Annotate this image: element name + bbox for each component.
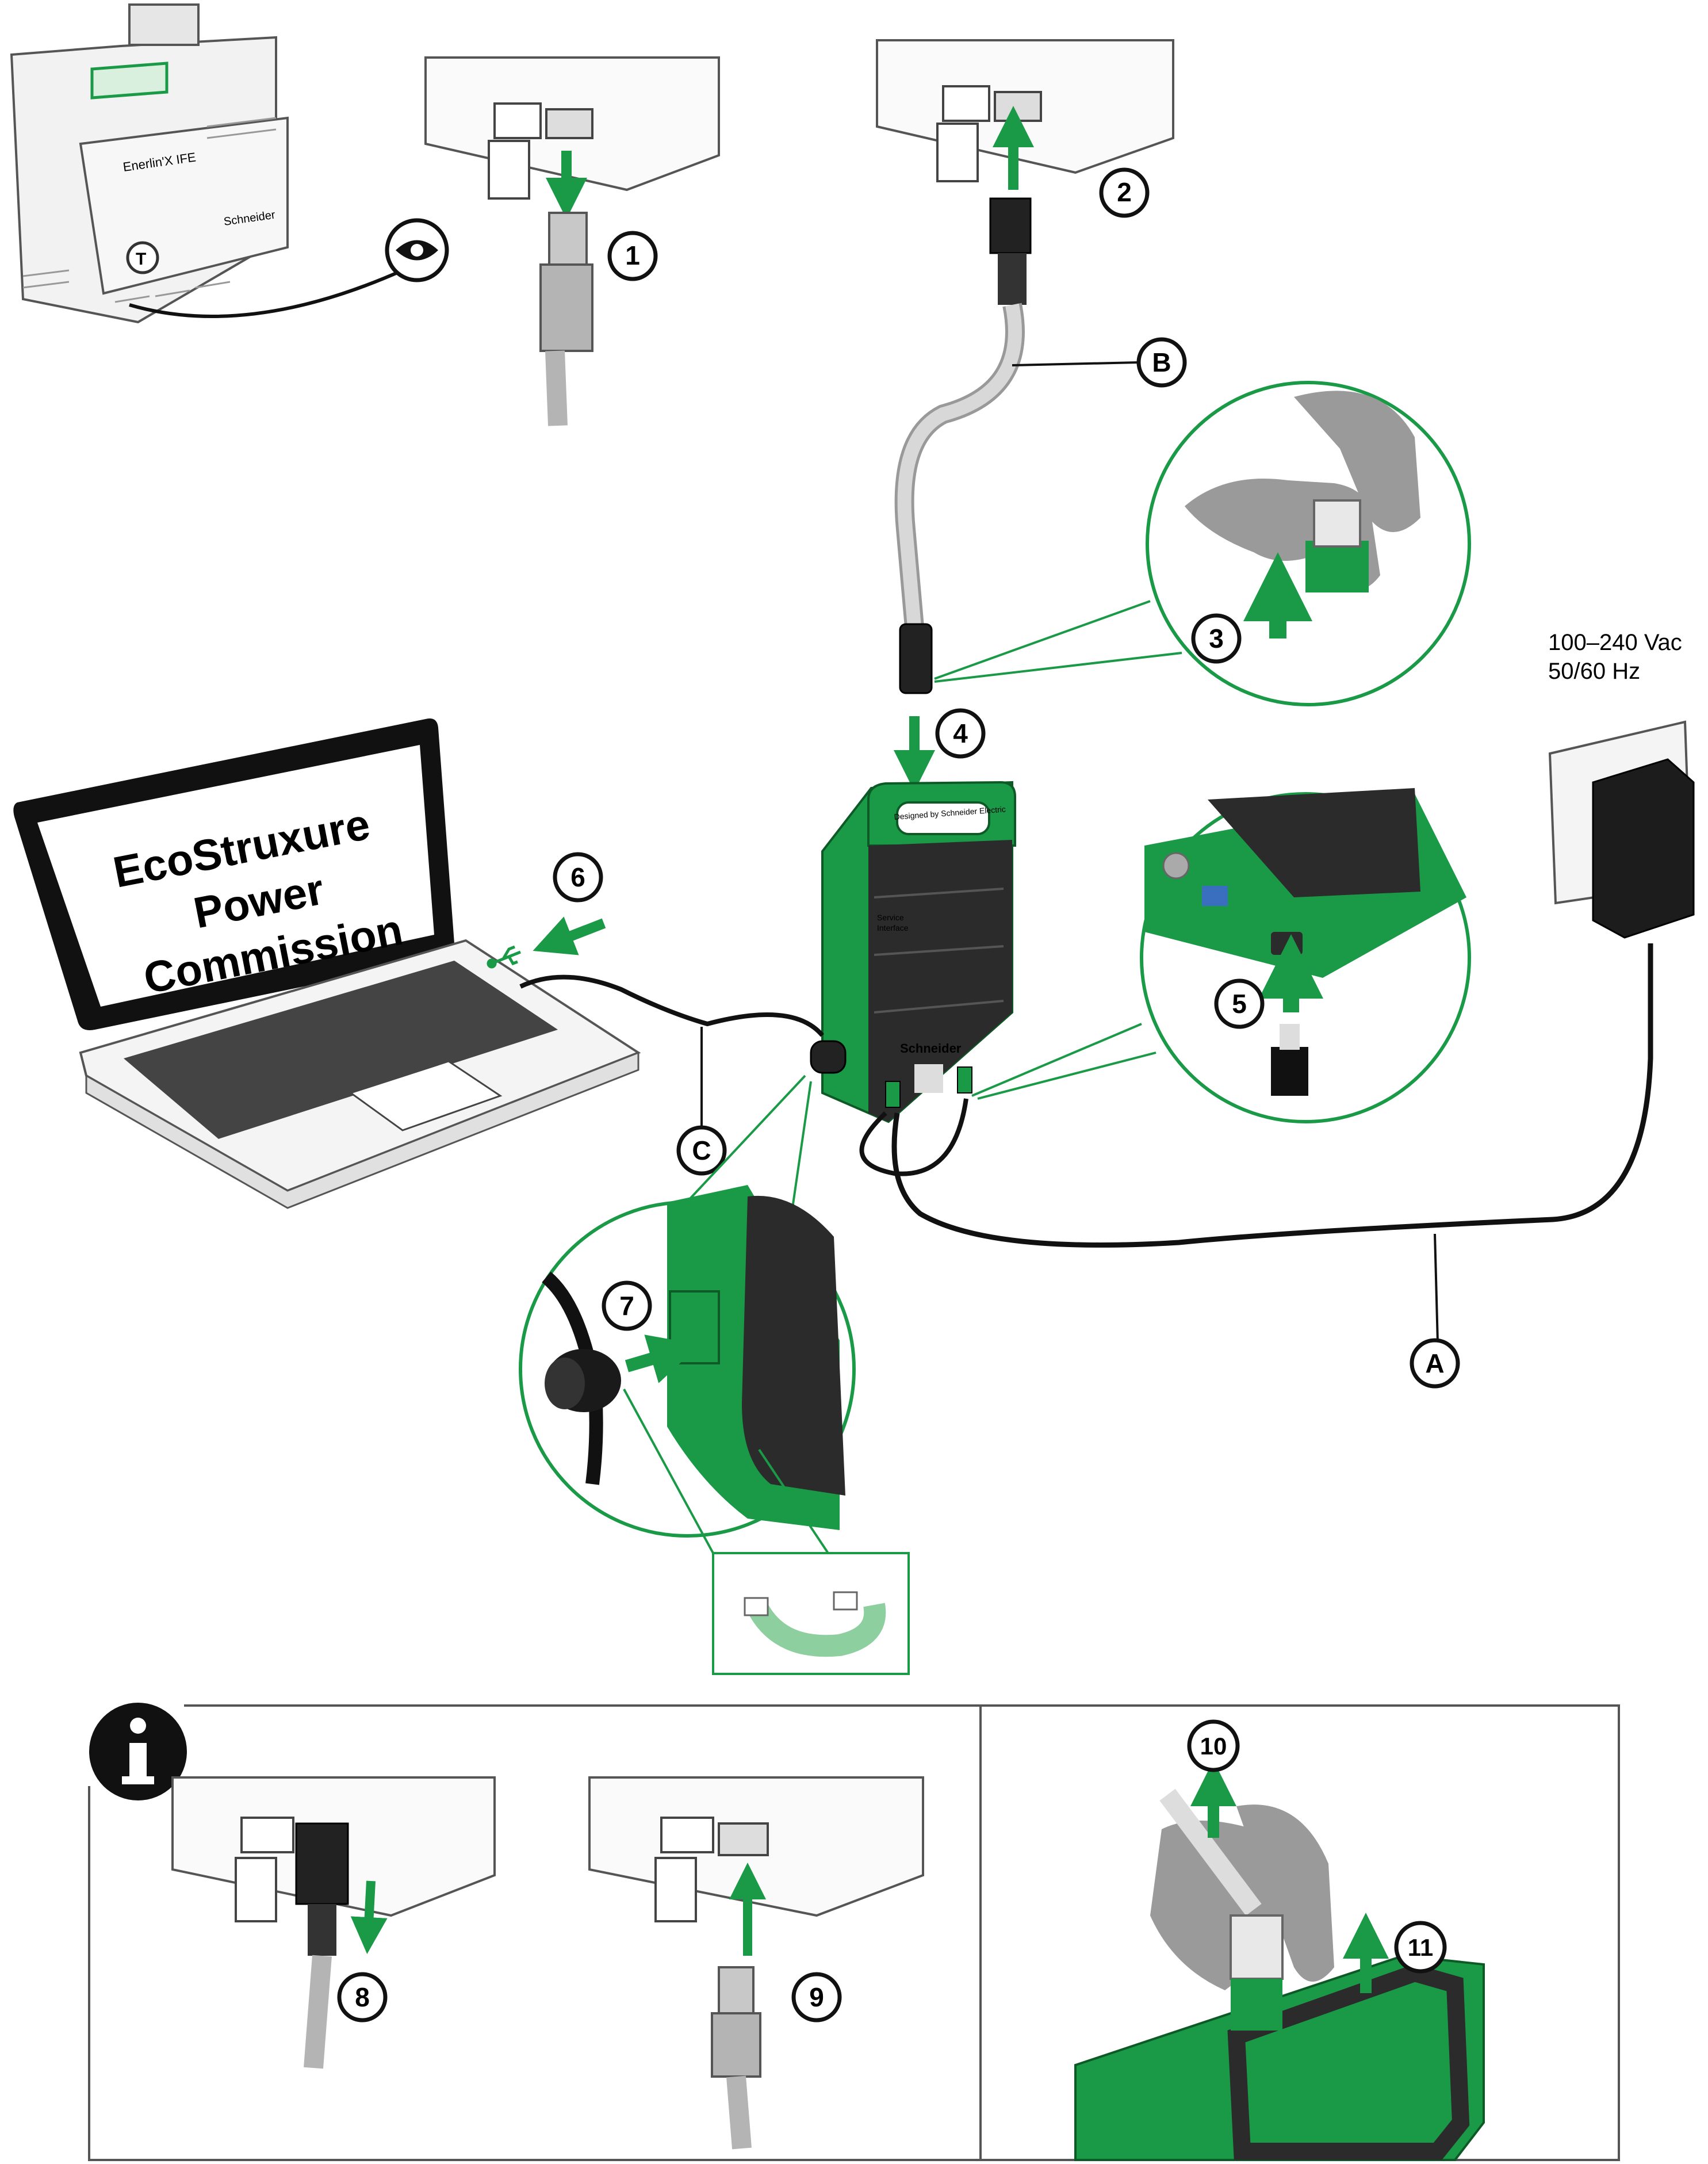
step-1-label: 1: [625, 240, 640, 270]
usb-icon: [487, 945, 521, 969]
cable-a-loop: [859, 1098, 968, 1176]
step-7-label: 7: [619, 1291, 634, 1321]
callout-b-label: B: [1152, 347, 1171, 377]
step-4-label: 4: [953, 718, 968, 748]
step3-zoom: 3: [934, 381, 1471, 706]
step10-11-scene: [1074, 1788, 1485, 2161]
magnet-button: [810, 1040, 847, 1074]
step5-zoom: 5: [971, 788, 1471, 1123]
step8-arrow: [350, 1880, 388, 1954]
laptop-trackpad: [349, 1060, 503, 1131]
callout-c-badge: C: [676, 1125, 727, 1176]
step-6-label: 6: [570, 862, 585, 892]
rj45-plug-1: [539, 212, 593, 426]
cable-a: [891, 943, 1653, 1248]
device-brand: Schneider: [900, 1041, 962, 1056]
laptop-keyboard: [124, 961, 558, 1139]
meter-viewing-line: [129, 269, 404, 318]
energy-meter-device: Enerlin'X IFE Schneider T: [10, 3, 289, 324]
power-spec-voltage: 100–240 Vac: [1548, 630, 1682, 655]
device-service-label: Service: [877, 913, 904, 922]
power-adapter: [1592, 758, 1695, 939]
magnet-key: [542, 1271, 621, 1485]
step-11-label: 11: [1408, 1934, 1433, 1961]
step-11-badge: 11: [1394, 1921, 1447, 1974]
rj45-port-panel-8: [171, 1776, 496, 2069]
step6-arrow: [533, 916, 606, 955]
callout-b-line: [1012, 361, 1139, 366]
step-4-badge: 4: [935, 708, 986, 759]
step-5-label: 5: [1232, 989, 1247, 1019]
info-icon: [89, 1703, 187, 1800]
callout-a-badge: A: [1410, 1338, 1460, 1389]
callout-a-label: A: [1425, 1348, 1444, 1378]
cable-b: [894, 197, 1032, 694]
rj45-port-panel-9: [588, 1776, 924, 2150]
step-3-label: 3: [1209, 624, 1224, 653]
svg-text:T: T: [136, 250, 146, 269]
callout-a-line: [1434, 1233, 1439, 1344]
device-service-label2: Interface: [877, 923, 909, 932]
rj45-port-panel-2: [876, 39, 1174, 182]
magnet-box: [623, 1389, 910, 1675]
service-interface-device: Designed by Schneider Electric Service I…: [810, 781, 1016, 1123]
step-9-label: 9: [809, 1982, 824, 2012]
magnet-icon: [744, 1591, 886, 1657]
callout-c-label: C: [692, 1135, 711, 1165]
meter-test-button: T: [126, 241, 159, 274]
rj45-port-panel-1: [424, 56, 720, 200]
step-8-label: 8: [355, 1982, 370, 2012]
step-8-badge: 8: [337, 1972, 388, 2022]
step-2-badge: 2: [1099, 167, 1150, 218]
info-panel: [88, 1703, 1620, 2161]
step-10-label: 10: [1200, 1733, 1227, 1760]
step-9-badge: 9: [791, 1972, 842, 2022]
step-1-badge: 1: [607, 231, 658, 281]
step-6-badge: 6: [553, 852, 603, 903]
power-spec-frequency: 50/60 Hz: [1548, 659, 1640, 684]
eye-icon: [385, 218, 449, 282]
step7-zoom: 7: [519, 1075, 856, 1538]
cable-c: [519, 974, 825, 1037]
step-2-label: 2: [1117, 177, 1132, 207]
meter-vents: [22, 117, 277, 303]
callout-b-badge: B: [1136, 337, 1187, 388]
laptop: EcoStruxure Power Commission: [13, 718, 641, 1209]
step-10-badge: 10: [1187, 1719, 1240, 1772]
